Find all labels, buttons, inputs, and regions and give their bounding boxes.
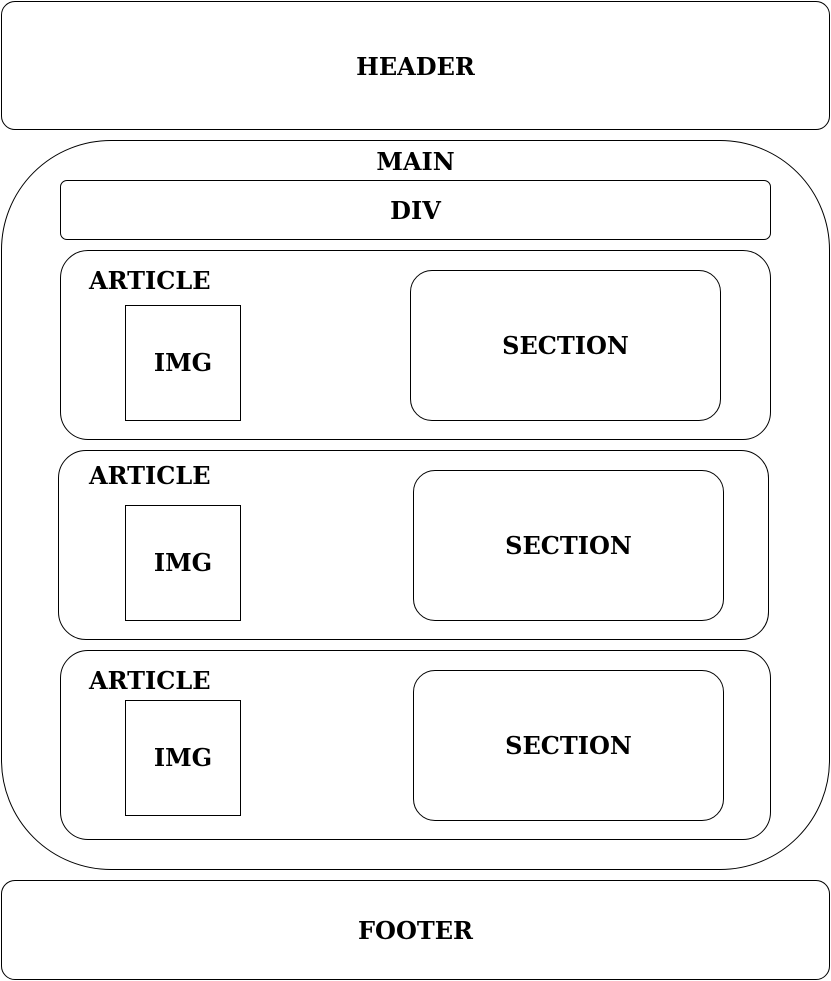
- div-box: DIV: [60, 180, 771, 240]
- header-box: HEADER: [1, 1, 830, 130]
- article-label: ARTICLE: [89, 666, 211, 695]
- section-label: SECTION: [505, 730, 632, 760]
- section-label: SECTION: [502, 330, 629, 360]
- section-box: SECTION: [413, 670, 724, 821]
- img-label: IMG: [153, 743, 213, 772]
- footer-label: FOOTER: [358, 916, 473, 945]
- img-box: IMG: [125, 505, 241, 621]
- article-label: ARTICLE: [89, 266, 211, 295]
- img-label: IMG: [153, 348, 213, 377]
- article-label: ARTICLE: [89, 461, 211, 490]
- img-box: IMG: [125, 700, 241, 816]
- img-label: IMG: [153, 548, 213, 577]
- main-label: MAIN: [376, 147, 455, 176]
- header-label: HEADER: [356, 52, 475, 81]
- div-label: DIV: [390, 196, 441, 225]
- footer-box: FOOTER: [1, 880, 830, 980]
- section-box: SECTION: [410, 270, 721, 421]
- img-box: IMG: [125, 305, 241, 421]
- section-label: SECTION: [505, 530, 632, 560]
- section-box: SECTION: [413, 470, 724, 621]
